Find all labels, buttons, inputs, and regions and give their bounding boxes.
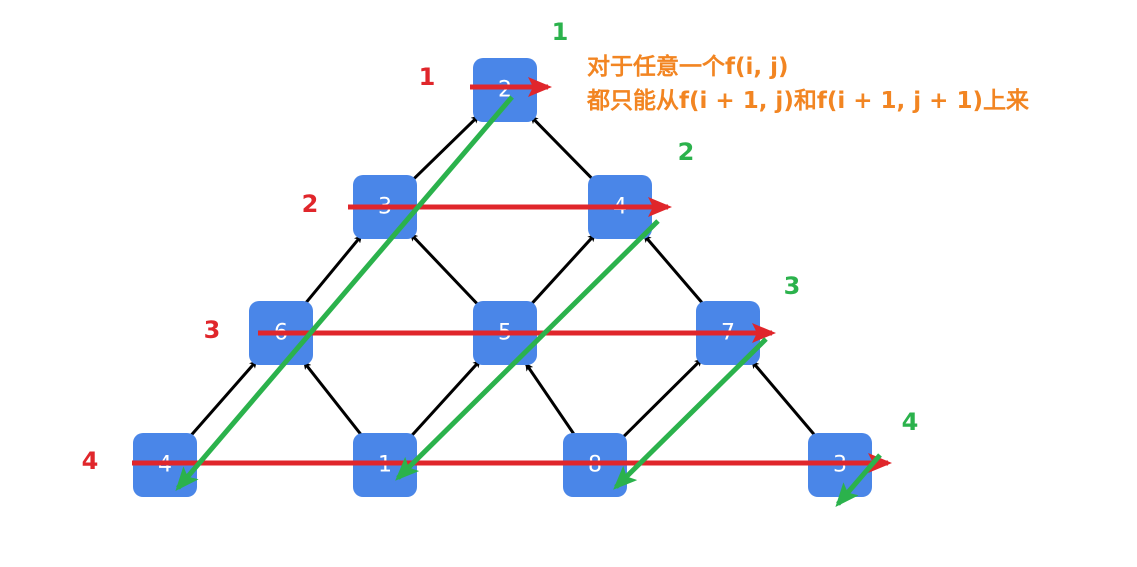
row-arrows-layer [132,77,892,473]
edge-arrow [304,234,363,305]
diagonal-arrow [835,453,882,508]
diagonal-label: 2 [678,138,695,166]
edge-arrow [411,115,480,182]
diagonal-arrow [395,219,660,481]
labels-layer: 1 2 3 4 1 2 3 4 [82,18,919,475]
edge-arrow [530,115,595,181]
row-label: 3 [204,316,221,344]
edge-arrow [525,362,575,435]
diagonal-label: 3 [784,272,801,300]
edges-layer [188,115,817,440]
diagonal-arrow [175,95,514,492]
row-label: 2 [302,190,319,218]
edge-arrow [643,234,705,306]
note-line-2: 都只能从f(i + 1, j)和f(i + 1, j + 1)上来 [586,87,1030,114]
diagonal-arrows-layer [175,95,882,508]
edge-arrow [303,361,363,437]
edge-arrow [620,358,703,440]
diagonal-arrow [613,337,768,490]
edge-arrow [751,360,817,437]
row-label: 4 [82,447,99,475]
row-label: 1 [419,63,436,91]
node-value: 2 [498,78,512,103]
diagonal-label: 1 [552,18,569,46]
diagonal-label: 4 [902,408,919,436]
edge-arrow [409,359,481,438]
node: 2 [473,58,537,122]
edge-arrow [409,233,480,307]
edge-arrow [188,360,258,438]
note: 对于任意一个f(i, j) 都只能从f(i + 1, j)和f(i + 1, j… [586,53,1030,114]
edge-arrow [529,233,596,306]
node-box [473,58,537,122]
note-line-1: 对于任意一个f(i, j) [587,53,789,80]
